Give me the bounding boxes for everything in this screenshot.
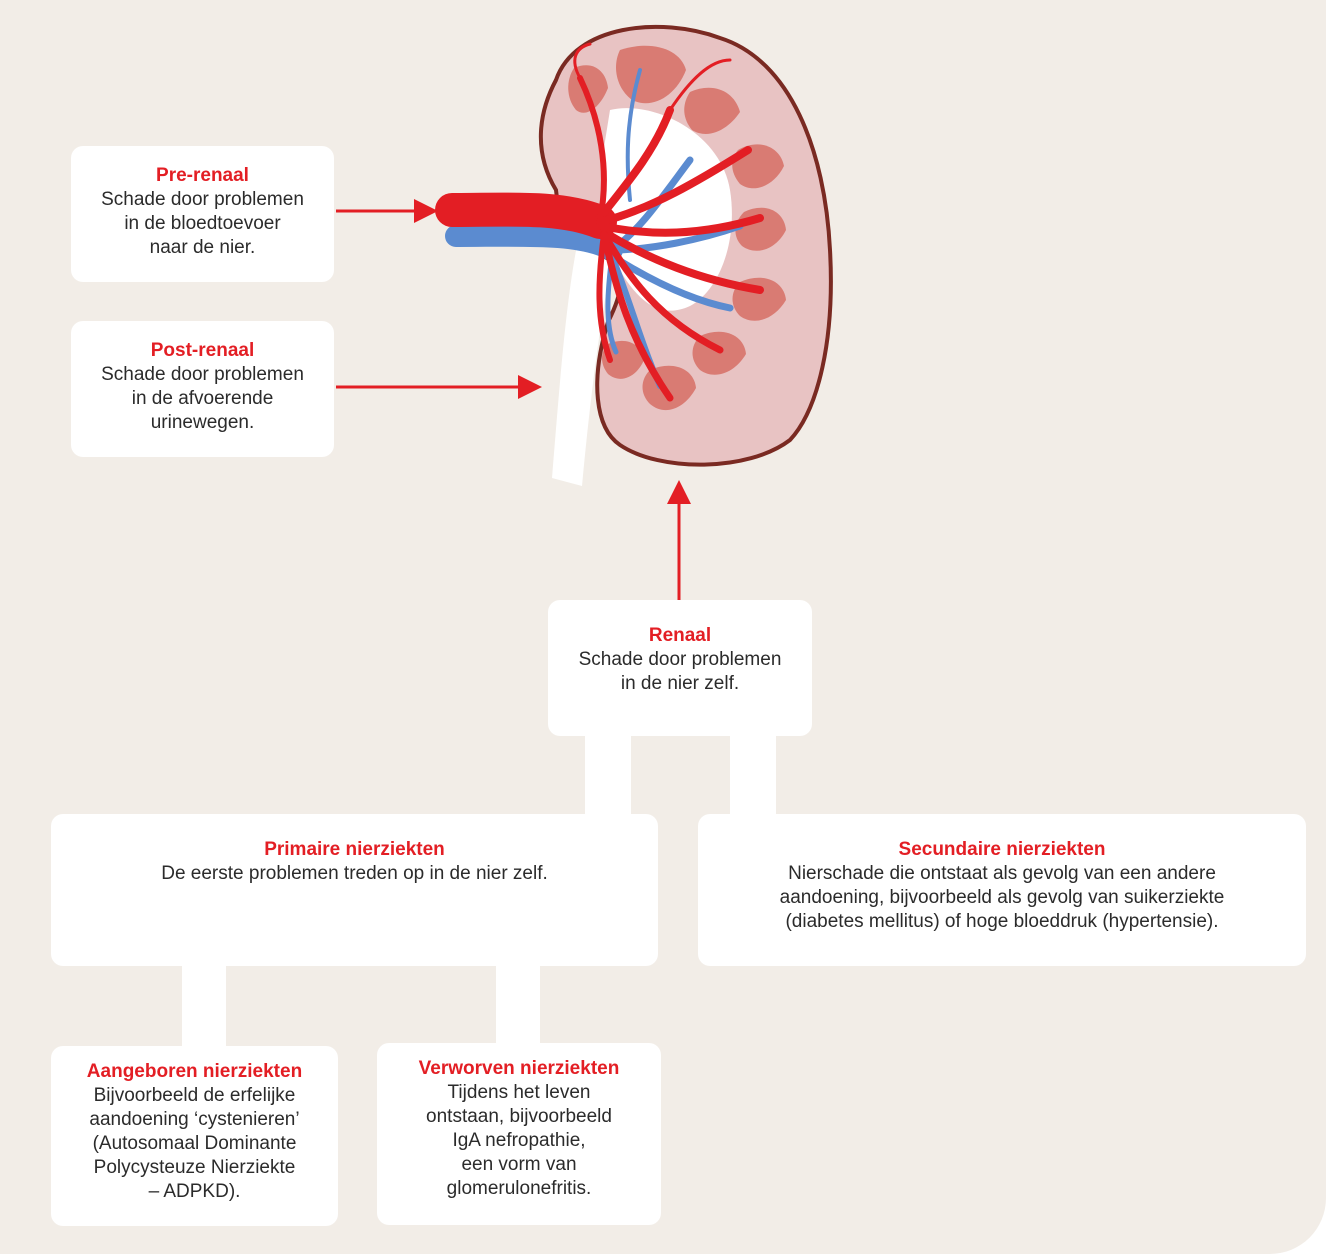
box-renaal: Renaal Schade door problemen in de nier …	[548, 600, 812, 736]
box-secundaire-nierziekten: Secundaire nierziekten Nierschade die on…	[698, 814, 1306, 966]
connector-primaire-verworven	[496, 960, 540, 1050]
arrow-renaal	[667, 480, 691, 600]
post-renaal-description: Schade door problemen in de afvoerende u…	[71, 363, 334, 435]
pre-renaal-description: Schade door problemen in de bloedtoevoer…	[71, 188, 334, 260]
box-aangeboren-nierziekten: Aangeboren nierziekten Bijvoorbeeld de e…	[51, 1046, 338, 1226]
renaal-description: Schade door problemen in de nier zelf.	[548, 648, 812, 696]
box-pre-renaal: Pre-renaal Schade door problemen in de b…	[71, 146, 334, 282]
primaire-description: De eerste problemen treden op in de nier…	[51, 862, 658, 886]
box-primaire-nierziekten: Primaire nierziekten De eerste problemen…	[51, 814, 658, 966]
connector-renaal-secundaire	[730, 730, 776, 820]
verworven-title: Verworven nierziekten	[377, 1057, 661, 1081]
post-renaal-title: Post-renaal	[71, 339, 334, 363]
pre-renaal-title: Pre-renaal	[71, 164, 334, 188]
arrow-post-renaal	[336, 375, 542, 399]
connector-renaal-primaire	[585, 730, 631, 820]
secundaire-description: Nierschade die ontstaat als gevolg van e…	[698, 862, 1306, 934]
renaal-title: Renaal	[548, 624, 812, 648]
box-verworven-nierziekten: Verworven nierziekten Tijdens het leven …	[377, 1043, 661, 1225]
secundaire-title: Secundaire nierziekten	[698, 838, 1306, 862]
connector-primaire-aangeboren	[182, 960, 226, 1050]
primaire-title: Primaire nierziekten	[51, 838, 658, 862]
aangeboren-description: Bijvoorbeeld de erfelijke aandoening ‘cy…	[51, 1084, 338, 1204]
arrow-pre-renaal	[336, 199, 438, 223]
box-post-renaal: Post-renaal Schade door problemen in de …	[71, 321, 334, 457]
verworven-description: Tijdens het leven ontstaan, bijvoorbeeld…	[377, 1081, 661, 1201]
kidney-cross-section-icon	[452, 27, 831, 486]
aangeboren-title: Aangeboren nierziekten	[51, 1060, 338, 1084]
